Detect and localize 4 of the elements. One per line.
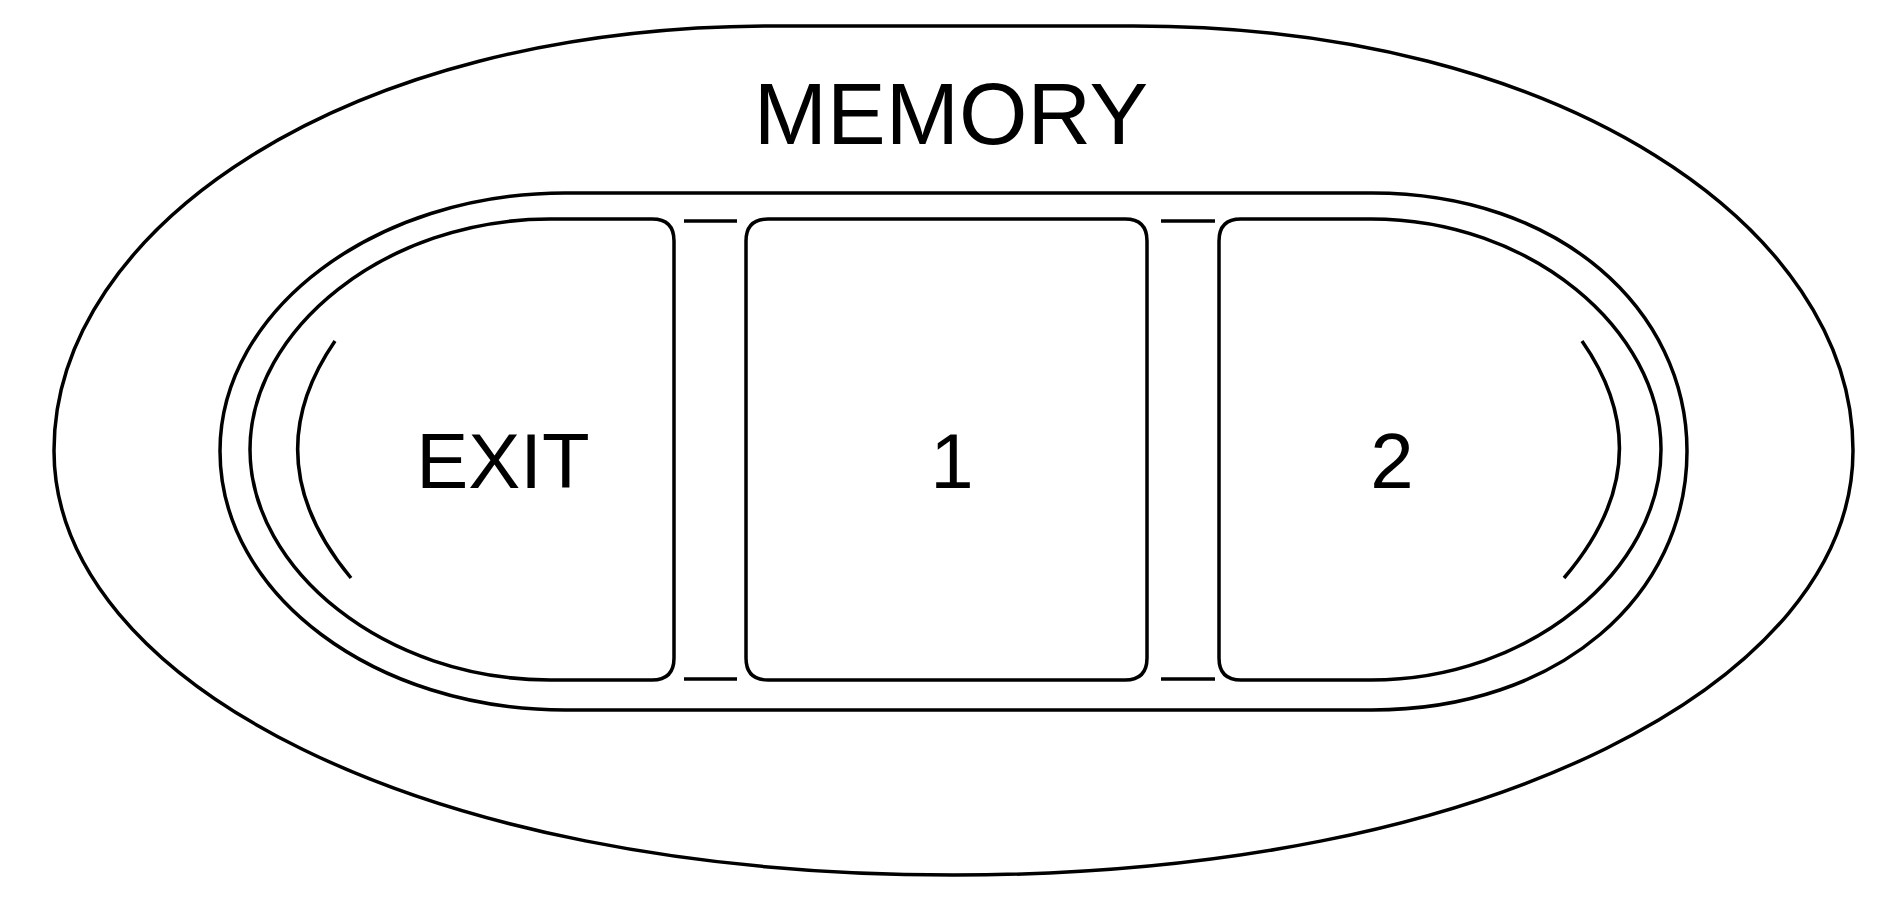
button-label: 1 (930, 422, 974, 500)
panel-title: MEMORY (753, 70, 1149, 158)
button-label: 2 (1370, 422, 1414, 500)
button-label: EXIT (416, 422, 590, 500)
